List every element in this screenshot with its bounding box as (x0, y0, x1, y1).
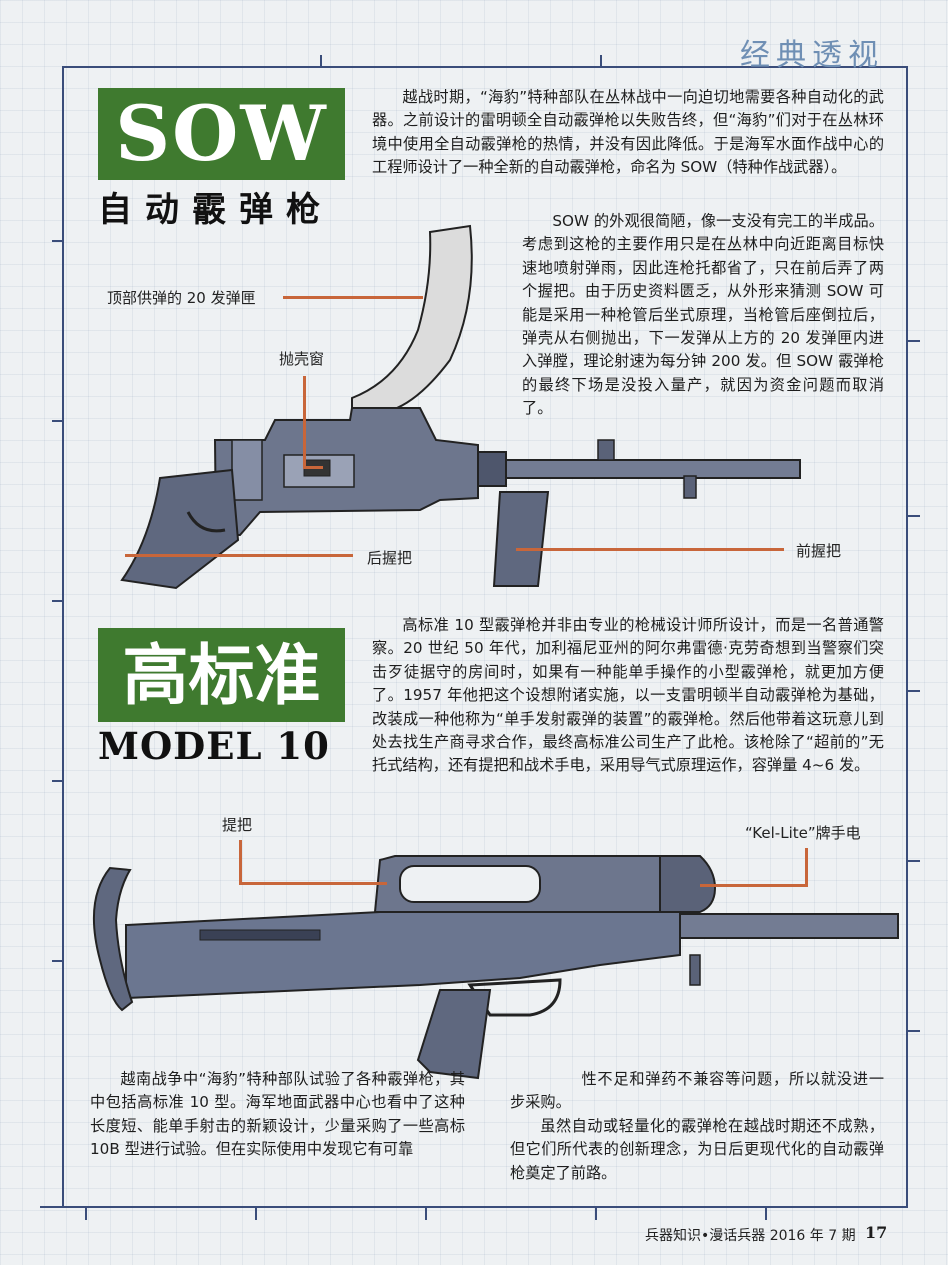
frame-tick (52, 960, 64, 962)
model10-bottom-right-paragraph: 性不足和弹药不兼容等问题，所以就没进一步采购。 虽然自动或轻量化的霰弹枪在越战时… (510, 1068, 884, 1185)
leader-magazine (283, 296, 423, 299)
leader-handle-v (239, 840, 242, 884)
frame-tick (765, 1206, 767, 1220)
frame-tick (425, 1206, 427, 1220)
sow-intro-text: 越战时期，“海豹”特种部队在丛林战中一向迫切地需要各种自动化的武器。之前设计的雷… (372, 88, 884, 177)
leader-ejection-h (303, 466, 323, 469)
frame-tick (85, 1206, 87, 1220)
footer-publication: 兵器知识•漫话兵器 2016 年 7 期 (645, 1228, 856, 1244)
frame-tick (595, 1206, 597, 1220)
sow-description-paragraph: SOW 的外观很简陋，像一支没有完工的半成品。考虑到这枪的主要作用只是在丛林中向… (522, 210, 884, 421)
frame-tick (906, 690, 920, 692)
leader-flashlight-v (805, 848, 808, 886)
model10-intro-paragraph: 高标准 10 型霰弹枪并非由专业的枪械设计师所设计，而是一名普通警察。20 世纪… (372, 614, 884, 778)
leader-rear-grip (125, 554, 353, 557)
sow-intro-paragraph: 越战时期，“海豹”特种部队在丛林战中一向迫切地需要各种自动化的武器。之前设计的雷… (372, 86, 884, 180)
sow-title: SOW (115, 89, 328, 178)
model10-bottom-left-text: 越南战争中“海豹”特种部队试验了各种霰弹枪，其中包括高标准 10 型。海军地面武… (90, 1070, 465, 1159)
model10-title-box: 高标准 (98, 628, 345, 722)
sow-description-text: SOW 的外观很简陋，像一支没有完工的半成品。考虑到这枪的主要作用只是在丛林中向… (522, 212, 884, 418)
callout-flashlight: “Kel-Lite”牌手电 (745, 824, 861, 842)
page-number: 17 (865, 1223, 888, 1242)
frame-tick (906, 1030, 920, 1032)
model10-intro-text: 高标准 10 型霰弹枪并非由专业的枪械设计师所设计，而是一名普通警察。20 世纪… (372, 616, 884, 775)
model10-subtitle: MODEL 10 (98, 724, 330, 768)
model10-title: 高标准 (122, 636, 321, 714)
frame-right (906, 66, 908, 1206)
leader-flashlight-h (700, 884, 808, 887)
callout-front-grip: 前握把 (796, 542, 842, 560)
callout-carry-handle: 提把 (222, 816, 253, 834)
leader-front-grip (516, 548, 784, 551)
leader-ejection (303, 376, 306, 468)
frame-top (62, 66, 908, 68)
frame-tick (52, 240, 64, 242)
sow-title-box: SOW (98, 88, 345, 180)
model10-bottom-right-text-2: 虽然自动或轻量化的霰弹枪在越战时期还不成熟，但它们所代表的创新理念，为日后更现代… (510, 1116, 884, 1182)
callout-rear-grip: 后握把 (367, 549, 413, 567)
callout-ejection-port: 抛壳窗 (279, 350, 325, 368)
frame-bottom (40, 1206, 908, 1208)
frame-tick (255, 1206, 257, 1220)
frame-tick (52, 420, 64, 422)
model10-bottom-right-text-1: 性不足和弹药不兼容等问题，所以就没进一步采购。 (510, 1070, 884, 1112)
frame-tick (906, 515, 920, 517)
frame-tick (320, 55, 322, 67)
section-label: 经典透视 (740, 38, 884, 73)
frame-tick (600, 55, 602, 67)
frame-tick (906, 340, 920, 342)
frame-left (62, 66, 64, 1206)
sow-subtitle: 自动霰弹枪 (98, 190, 333, 230)
frame-tick (52, 780, 64, 782)
callout-magazine: 顶部供弹的 20 发弹匣 (107, 289, 256, 307)
leader-handle-h (239, 882, 387, 885)
frame-tick (906, 860, 920, 862)
frame-tick (52, 600, 64, 602)
model10-bottom-left-paragraph: 越南战争中“海豹”特种部队试验了各种霰弹枪，其中包括高标准 10 型。海军地面武… (90, 1068, 465, 1162)
